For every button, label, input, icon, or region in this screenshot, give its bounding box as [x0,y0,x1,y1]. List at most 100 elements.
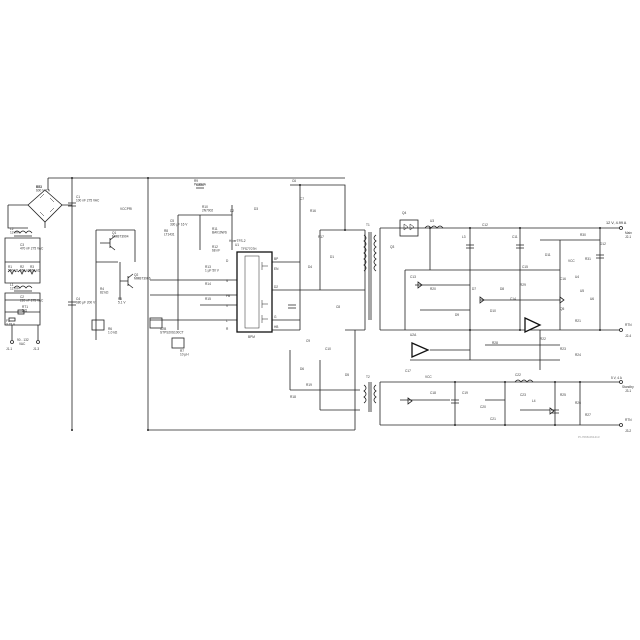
part-value: 1.0 kΩ [108,331,118,335]
part-value: LT1431 [164,233,175,237]
vcc2-label: VCC [425,375,432,379]
part-ref-q4: Q4 [402,211,406,215]
part-ref-c1: C1 [76,195,80,199]
part-ref-t2: T2 [366,375,370,379]
part-ref-c22: C22 [515,373,521,377]
capacitors-primary [68,184,296,309]
main-name-label: Main [625,231,632,235]
part-value: 680 µF 200 V [76,301,96,305]
part-ref-r6: R6 [108,327,112,331]
junctions [71,177,601,431]
part-ref-r8: R8 [164,229,168,233]
bridge-rectifier-br1 [27,189,63,223]
transformer-t1 [363,232,377,320]
part-ref-r19: R19 [306,383,312,387]
part-ref-q5: Q5 [560,307,564,311]
part-value: MMBT3906 [134,277,151,281]
part-value: 330 µF 16 V [170,223,188,227]
part-ref-c2: C2 [20,295,24,299]
transistors-q1-q2 [100,235,134,289]
part-ref-c18: C18 [430,391,436,395]
part-ref-c12: C12 [482,223,488,227]
ic-pin: L [226,319,228,323]
ic-pin: BPM [248,335,255,339]
part-ref-c23: C23 [520,393,526,397]
stby-rtn-pin-label: J3-2 [625,429,631,433]
thermistor-rt1 [17,309,25,315]
part-ref-c15: C15 [522,265,528,269]
part-value: 5.1 V [118,301,126,305]
resistors-r1-r3 [7,269,37,275]
part-value: 560 kΩ [8,269,19,273]
part-ref-l4: L4 [532,399,536,403]
part-ref-r10: R10 [202,205,208,209]
ic-pin: D [226,259,229,263]
part-ref-br1: BR1 [36,185,42,189]
part-ref-r2: R2 [20,265,24,269]
ic-labels: HiperTFS-2 U1 TFS7707H D S FB V L R BP E… [226,239,279,339]
part-value: 5 Ω [22,309,28,313]
stby-pin-label: J3-1 [625,389,631,393]
part-ref-r25: R25 [560,393,566,397]
drawing-number: PI-7068-061413 [578,435,600,439]
fuse-f1 [8,317,16,322]
part-value: 10 µH [180,353,189,357]
part-ref-r26: R26 [575,401,581,405]
part-ref-r30: R30 [580,233,586,237]
part-ref-r12: R12 [212,245,218,249]
part-value: 82 kΩ [100,291,109,295]
part-value: 600 V 2 A [36,189,51,193]
part-ref-u2a: U2A [410,333,417,337]
part-value: 12 mH [10,287,20,291]
ac-in-1-label: J1-1 [6,347,12,351]
part-value: 470 nF 275 VAC [20,247,44,251]
part-ref-r17: R17 [318,235,324,239]
ic-pin: G [274,315,277,319]
part-ref-r31: R31 [585,257,591,261]
part-ref-c4: C4 [76,297,80,301]
standby-inductor-l4 [514,379,534,383]
part-ref-q1: Q1 [112,231,116,235]
feedback-opamps [411,316,542,358]
output-inductor-l3 [424,225,444,229]
part-value: 100 nF 275 VAC [76,199,100,203]
part-ref-u6: U6 [590,297,594,301]
part-ref-d4: D4 [308,265,312,269]
part-ref-f1: F1 [6,319,10,323]
connector-terminals [10,226,623,427]
part-ref-r20: R20 [430,287,436,291]
part-ref-r14: R14 [205,282,211,286]
part-ref-u3: U3 [430,219,434,223]
common-mode-choke-l2 [13,285,33,292]
part-ref-r13: R13 [205,265,211,269]
part-ref-c3: C3 [20,243,24,247]
part-ref-c5: C5 [170,219,174,223]
ic-pin: FB [226,294,230,298]
stby-name-label: Standby [622,385,634,389]
part-ref-r15: R15 [205,297,211,301]
part-ref-rt1: RT1 [22,305,28,309]
part-ref-c17: C17 [405,369,411,373]
part-ref-r11: R11 [212,227,218,231]
ic-name: HiperTFS-2 [229,239,246,243]
part-ref-r21: R21 [575,319,581,323]
part-value: 560 kΩ [20,269,31,273]
part-ref-c16: C16 [560,277,566,281]
part-ref-d6: D6 [300,367,304,371]
part-value: 12 mH [10,231,20,235]
ic-pin: HB [274,325,278,329]
part-value: 3.15 A [6,323,16,327]
part-ref-u4: U4 [575,275,579,279]
part-ref-l1: L1 [10,283,14,287]
diodes-secondary [407,281,565,415]
ic-ref: U1 [235,243,239,247]
part-ref-d12: D12 [600,242,606,246]
main-pin-label: J2-1 [625,235,631,239]
part-ref-q3: Q3 [390,245,394,249]
transformer-t2 [363,382,377,412]
part-ref-u5: U5 [580,289,584,293]
vccpri-label: VCCPRI [120,207,132,211]
net-labels: VCCPRI VCC VCC [120,207,575,379]
